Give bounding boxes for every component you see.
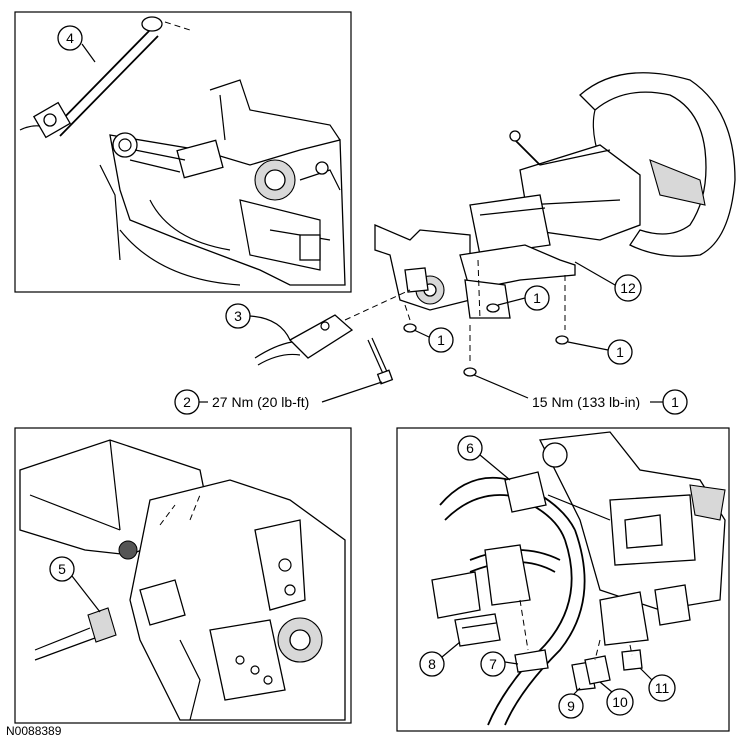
callout-3: 3: [225, 303, 291, 341]
callout-8-label: 8: [428, 656, 436, 672]
callout-3-label: 3: [234, 308, 242, 324]
intermediate-shaft-illustration: [19, 16, 346, 286]
callout-5: 5: [49, 556, 101, 613]
callout-1b-label: 1: [437, 332, 445, 348]
callout-2-label: 2: [183, 394, 191, 410]
inset-frame-bottom-right: [396, 427, 730, 732]
callout-12: 12: [574, 261, 642, 302]
callout-5-label: 5: [58, 561, 66, 577]
callout-1c: 1: [567, 339, 633, 365]
callout-10-label: 10: [612, 694, 628, 710]
callout-12-label: 12: [620, 280, 636, 296]
inset-frame-top-left: [14, 11, 352, 293]
callout-8: 8: [419, 641, 461, 677]
callout-7-label: 7: [489, 656, 497, 672]
callout-9-label: 9: [567, 698, 575, 714]
inset-frame-bottom-left: [14, 427, 352, 724]
callout-11: 11: [639, 667, 676, 702]
callout-1a-label: 1: [533, 290, 541, 306]
callout-9: 9: [558, 687, 584, 719]
callout-4: 4: [57, 25, 96, 63]
callout-1c-label: 1: [616, 344, 624, 360]
callout-2: 2 27 Nm (20 lb-ft): [174, 381, 383, 415]
callout-6-label: 6: [466, 440, 474, 456]
callout-1d-label: 1: [671, 394, 679, 410]
connectors-illustration: [431, 431, 726, 726]
figure-id: N0088389: [6, 724, 62, 738]
torque-nut-1: 15 Nm (133 lb-in): [532, 394, 640, 410]
callout-1a: 1: [497, 285, 550, 311]
callout-11-label: 11: [655, 680, 670, 696]
callout-6: 6: [457, 435, 511, 481]
callout-7: 7: [480, 651, 519, 677]
lower-joint-illustration: [19, 439, 346, 721]
callout-1d: 15 Nm (133 lb-in) 1: [473, 374, 688, 415]
callout-10: 10: [599, 681, 634, 716]
callout-4-label: 4: [66, 30, 74, 46]
steering-column-illustration: [254, 72, 736, 385]
torque-bolt-2: 27 Nm (20 lb-ft): [212, 394, 309, 410]
callout-1b: 1: [413, 327, 454, 353]
